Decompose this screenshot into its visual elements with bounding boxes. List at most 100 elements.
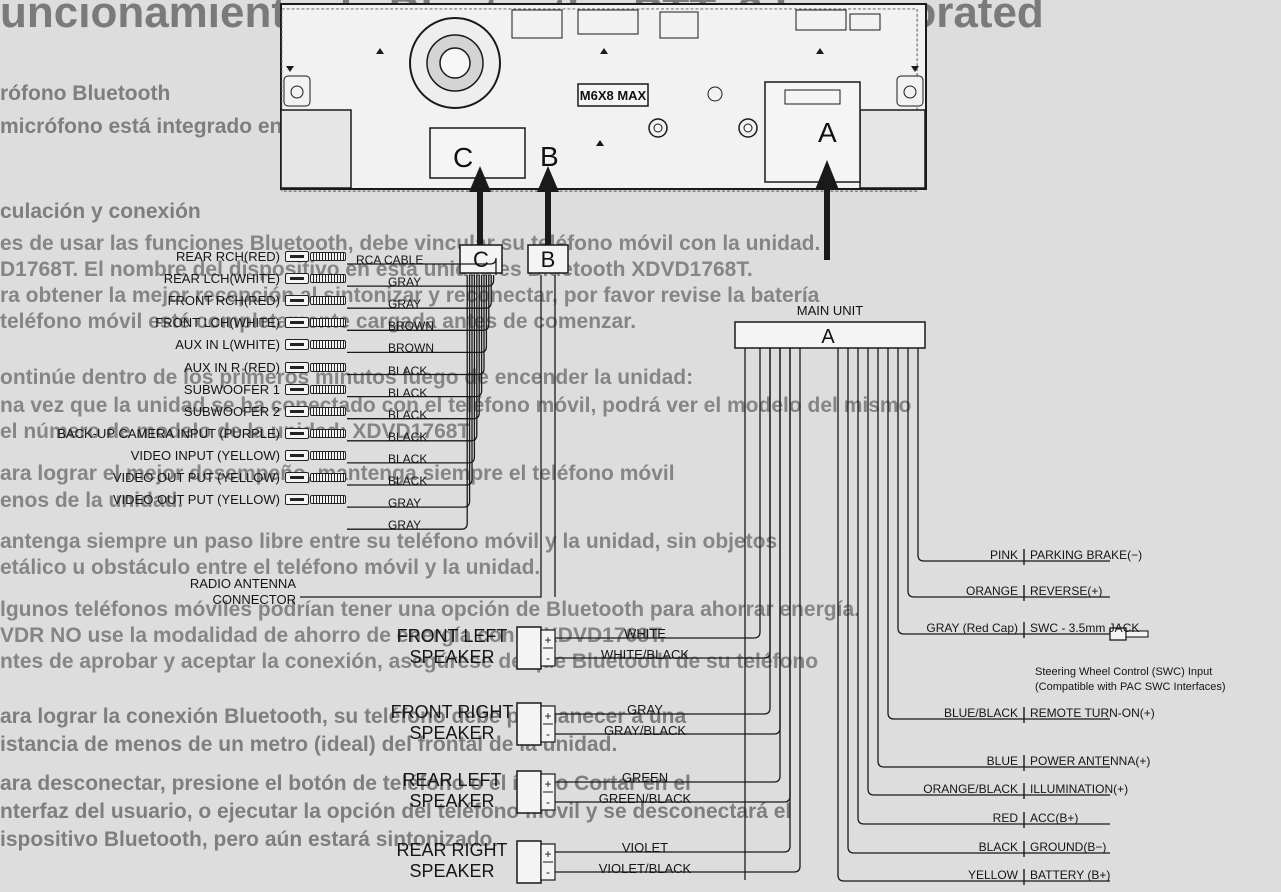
speaker-label-line: FRONT LEFT [396, 626, 508, 646]
connector-a [734, 321, 926, 349]
speaker-label-line: REAR LEFT [402, 770, 502, 790]
rca-plug-icon [285, 405, 347, 417]
rca-wire-color: GRAY [388, 496, 422, 511]
plus-sign: + [544, 709, 551, 723]
rca-label: FRONT LCH(WHITE) [155, 315, 280, 331]
power-wire [847, 348, 1110, 854]
speaker-wire-color: GRAY [627, 702, 663, 717]
rca-wire [347, 275, 473, 486]
power-wire-function: BATTERY (B+) [1030, 868, 1111, 882]
rca-plug-icon [285, 361, 347, 373]
background-line: antenga siempre un paso libre entre su t… [0, 530, 778, 553]
speaker-wire-minus [555, 348, 801, 873]
speaker-wire-plus [555, 348, 771, 715]
power-wire-function: REMOTE TURN-ON(+) [1030, 706, 1155, 720]
swc-jack-tip [1125, 630, 1149, 638]
rca-label: BACK-UP CAMERA INPUT (PURPLE) [57, 425, 280, 441]
antenna-label-line: CONNECTOR [212, 592, 296, 607]
power-wire-function: ACC(B+) [1030, 811, 1079, 825]
background-line: nterfaz del usuario, o ejecutar la opció… [0, 800, 792, 823]
main-unit-label: MAIN UNIT [797, 303, 864, 318]
rca-label: FRONT RCH(RED) [167, 293, 280, 309]
background-line: ntes de aprobar y aceptar la conexión, a… [0, 650, 819, 673]
rca-wire-color: GRAY [388, 518, 422, 533]
background-line: lgunos teléfonos móviles podrían tener u… [0, 598, 860, 621]
power-wire [917, 348, 1110, 562]
swc-note-line: (Compatible with PAC SWC Interfaces) [1035, 681, 1226, 693]
port-c-b [429, 127, 526, 179]
connection-arrows [469, 160, 839, 260]
speaker-terminal-icon [516, 626, 542, 670]
power-wire-function: SWC - 3.5mm JACK [1030, 621, 1140, 635]
rca-plug-icon [285, 427, 347, 439]
antenna-label-line: RADIO ANTENNA [189, 576, 296, 591]
plus-sign: + [544, 847, 551, 861]
rca-plug-icon [285, 251, 347, 262]
rca-label: REAR RCH(RED) [176, 249, 280, 264]
rca-wire [347, 275, 476, 464]
speaker-label-line: FRONT RIGHT [390, 702, 514, 722]
port-b-label: B [540, 141, 559, 172]
rca-plug-icon [285, 472, 347, 483]
rca-label: AUX IN L(WHITE) [175, 337, 280, 353]
power-wire-color: YELLOW [967, 868, 1018, 882]
rca-label: SUBWOOFER 2 [183, 403, 280, 419]
minus-sign: - [546, 865, 550, 879]
rca-wire [347, 275, 490, 331]
background-line: ontinúe dentro de los primeros minutos l… [0, 366, 694, 389]
background-line: ispositivo Bluetooth, pero aún estará si… [0, 828, 499, 851]
rca-wire [347, 275, 468, 530]
rca-label: REAR LCH(WHITE) [163, 271, 280, 287]
port-a-label: A [818, 117, 837, 148]
rca-label: VIDEO OUT PUT (YELLOW) [112, 492, 280, 508]
rca-label: AUX IN R (RED) [183, 359, 280, 375]
speaker-label-line: SPEAKER [409, 723, 495, 743]
power-wire [857, 348, 1110, 825]
rca-wire-color: BROWN [388, 319, 434, 334]
background-line: culación y conexión [0, 200, 201, 223]
power-wire-function: POWER ANTENNA(+) [1030, 754, 1151, 768]
unit-badge-label: M6X8 MAX [580, 88, 647, 103]
speaker-label-line: SPEAKER [409, 791, 495, 811]
power-wire-color: BLUE/BLACK [943, 706, 1018, 720]
speaker-terminal-icon [516, 702, 542, 746]
power-wire-color: RED [992, 811, 1018, 825]
head-unit: M6X8 MAX C B A [280, 3, 927, 192]
power-wire-function: REVERSE(+) [1030, 584, 1103, 598]
rca-wire-color: RCA CABLE [356, 253, 424, 267]
unit-badge [577, 83, 649, 107]
swc-note: Steering Wheel Control (SWC) Input (Comp… [1035, 665, 1226, 695]
speaker-wire-color: GREEN [621, 770, 669, 785]
antenna-wire [300, 275, 542, 598]
speaker-wire-color: GREEN/BLACK [598, 791, 692, 806]
rca-plug-icon [285, 494, 347, 506]
connector-b [527, 244, 569, 274]
minus-sign: - [546, 727, 550, 741]
rca-wire [347, 275, 495, 287]
rca-wire-color: BLACK [388, 385, 428, 400]
power-wire-color: GRAY (Red Cap) [926, 621, 1018, 635]
background-line: es de usar las funciones Bluetooth, debe… [0, 232, 821, 255]
speaker-wire-plus [555, 348, 761, 639]
speaker-wire-color: VIOLET [621, 840, 669, 855]
power-wire-color: ORANGE [965, 584, 1018, 598]
power-wire-color: ORANGE/BLACK [923, 782, 1018, 796]
connector-b-label: B [541, 247, 556, 272]
power-wire-function: GROUND(B−) [1030, 840, 1107, 854]
rca-plug-icon [285, 317, 347, 329]
rca-wire-color: BLACK [388, 474, 428, 488]
speaker-wire-color: WHITE [624, 626, 666, 641]
wiring [300, 257, 1110, 885]
connector-c-label: C [473, 247, 489, 272]
rca-wire-color: GRAY [388, 275, 422, 290]
minus-sign: - [546, 795, 550, 809]
rca-plug-icon [285, 339, 347, 351]
rca-label: SUBWOOFER 1 [183, 381, 280, 397]
background-line: etálico u obstáculo entre el teléfono mó… [0, 556, 541, 579]
background-line: istancia de menos de un metro (ideal) de… [0, 733, 618, 756]
background-line: VDR NO use la modalidad de ahorro de ene… [0, 624, 666, 647]
